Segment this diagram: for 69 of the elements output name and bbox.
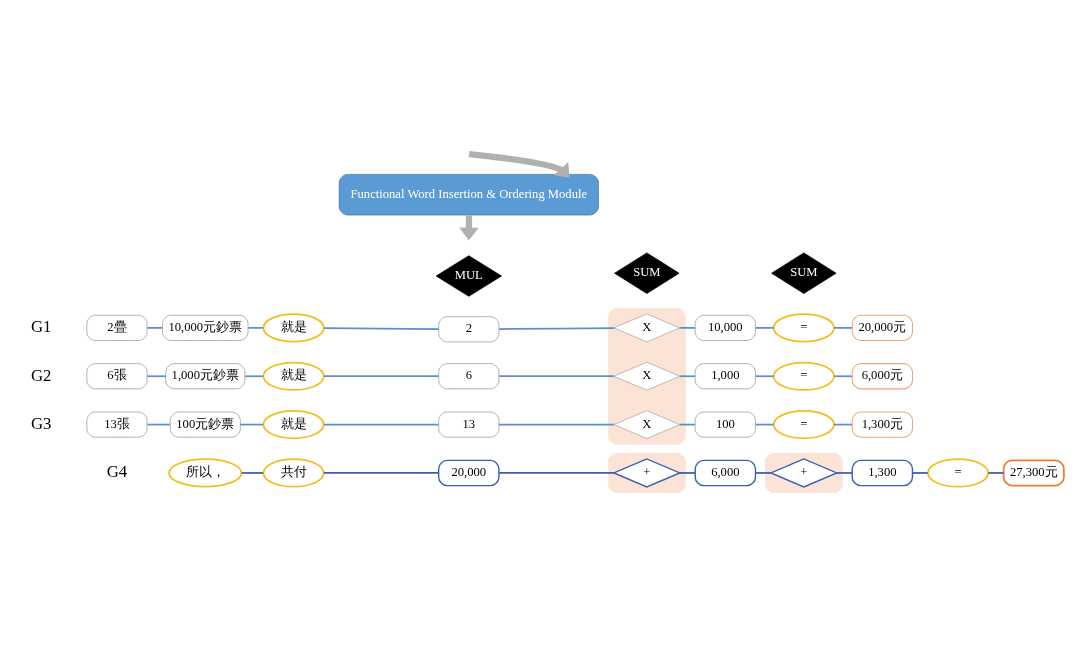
- node-box: 6: [438, 363, 500, 390]
- node-box: 13: [438, 411, 500, 438]
- node-ellipse: =: [927, 458, 990, 488]
- node-box: 100元鈔票: [169, 411, 241, 438]
- node-box: 2: [438, 316, 500, 343]
- node-ellipse: =: [772, 410, 835, 440]
- connector: [239, 423, 265, 426]
- node-ellipse: =: [772, 361, 835, 391]
- connector: [498, 423, 615, 426]
- connector: [678, 327, 696, 329]
- node-diamond: SUM: [771, 252, 837, 294]
- node-diamond: +: [769, 458, 839, 488]
- label: G4: [106, 462, 128, 482]
- node-diamond: X: [613, 313, 681, 343]
- connector: [240, 472, 265, 474]
- connector: [754, 327, 775, 329]
- connector: [322, 327, 440, 330]
- node-box: Functional Word Insertion & Ordering Module: [338, 174, 599, 216]
- cluster: [607, 307, 686, 445]
- node-box: 1,300: [851, 459, 914, 487]
- connector: [244, 375, 265, 378]
- connector: [498, 472, 615, 474]
- label: G3: [30, 413, 52, 433]
- node-ellipse: 共付: [262, 458, 325, 488]
- connector: [146, 327, 164, 329]
- node-box: 1,000: [694, 363, 756, 390]
- label: G1: [30, 317, 52, 337]
- connector: [833, 375, 853, 378]
- connector: [322, 375, 440, 378]
- connector: [678, 375, 696, 378]
- node-ellipse: 就是: [262, 361, 325, 391]
- node-diamond: MUL: [435, 255, 502, 297]
- node-box: 13張: [86, 411, 148, 438]
- connector: [247, 327, 265, 329]
- connector: [678, 472, 696, 474]
- connector: [833, 327, 853, 329]
- node-box: 6,000元: [851, 363, 913, 390]
- connector: [498, 327, 616, 330]
- arrow: [468, 151, 570, 178]
- node-ellipse: =: [772, 313, 835, 343]
- connector: [322, 472, 440, 474]
- node-box: 27,300元: [1002, 459, 1065, 487]
- connector: [911, 472, 929, 474]
- connector: [754, 375, 775, 378]
- node-box: 20,000: [437, 459, 500, 487]
- node-box: 2疊: [86, 314, 148, 341]
- connector: [835, 472, 853, 474]
- node-box: 10,000: [694, 314, 756, 341]
- connector: [987, 472, 1005, 474]
- connector: [146, 375, 167, 378]
- node-ellipse: 就是: [262, 410, 325, 440]
- node-diamond: +: [612, 458, 682, 488]
- node-diamond: X: [613, 361, 681, 391]
- node-box: 6,000: [694, 459, 757, 487]
- node-ellipse: 就是: [262, 313, 325, 343]
- node-box: 1,300元: [851, 411, 913, 438]
- node-box: 10,000元鈔票: [162, 314, 249, 341]
- node-ellipse: 所以，: [168, 458, 243, 488]
- connector: [754, 472, 772, 474]
- connector: [322, 423, 440, 426]
- node-box: 100: [694, 411, 756, 438]
- connector: [146, 423, 171, 426]
- node-box: 6張: [86, 363, 148, 390]
- node-box: 20,000元: [851, 314, 913, 341]
- node-diamond: X: [613, 410, 681, 439]
- node-diamond: SUM: [614, 252, 680, 294]
- connector: [498, 375, 615, 378]
- node-box: 1,000元鈔票: [165, 363, 246, 390]
- label: G2: [30, 365, 52, 385]
